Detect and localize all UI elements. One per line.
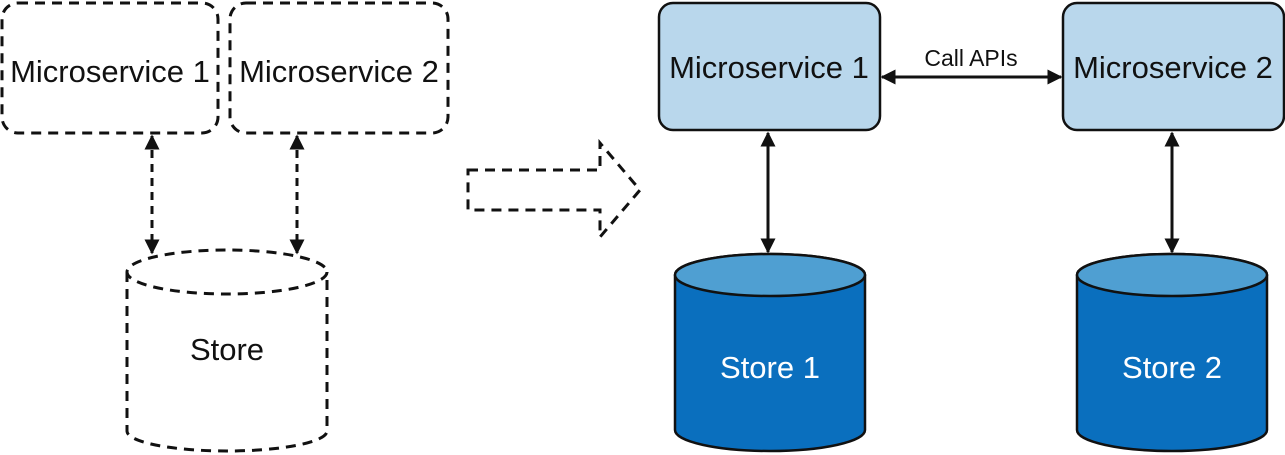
api-link-label: Call APIs: [924, 45, 1017, 71]
after-service-1-box: Microservice 1: [657, 1, 882, 132]
after-service-2-label: Microservice 2: [1073, 50, 1273, 85]
after-diagram: Microservice 1 Microservice 2 Call APIs …: [657, 1, 1285, 453]
store-1-label: Store 1: [720, 350, 820, 385]
before-service-1-box: Microservice 1: [0, 1, 220, 135]
after-service-1-label: Microservice 1: [669, 50, 869, 85]
before-diagram: Microservice 1 Microservice 2 Store: [0, 1, 450, 453]
shared-store-cylinder: Store: [125, 248, 329, 453]
before-service-2-label: Microservice 2: [239, 54, 439, 89]
transition-arrow: [466, 138, 642, 242]
store-2-label: Store 2: [1122, 350, 1222, 385]
before-service-2-box: Microservice 2: [228, 1, 450, 135]
after-service-2-box: Microservice 2: [1061, 1, 1285, 132]
before-service-1-label: Microservice 1: [10, 54, 210, 89]
store-2-cylinder: Store 2: [1075, 252, 1269, 453]
store-1-cylinder: Store 1: [673, 252, 867, 453]
shared-store-label: Store: [190, 332, 264, 367]
